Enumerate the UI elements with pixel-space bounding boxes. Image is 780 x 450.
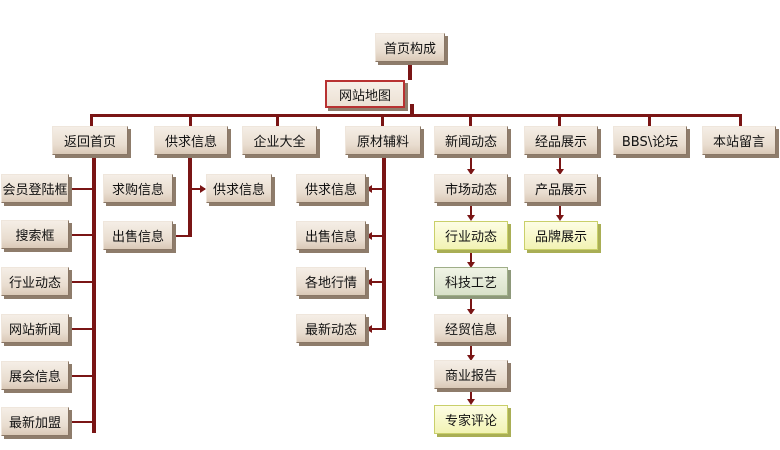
connector [470,203,472,219]
connector [90,114,742,117]
connector [408,60,412,80]
node-item: 各地行情 [296,267,366,296]
node-category: 企业大全 [242,126,317,155]
node-item: 经贸信息 [434,314,508,343]
node-item: 搜索框 [1,220,69,249]
arrow-left-icon [366,325,372,333]
node-item: 网站新闻 [1,314,69,343]
node-item: 市场动态 [434,174,508,203]
node-category: 供求信息 [154,126,228,155]
connector [70,421,94,423]
connector [559,203,561,219]
connector [381,114,384,126]
connector [366,281,384,283]
node-category: 新闻动态 [434,126,508,155]
arrow-down-icon [467,309,475,315]
node-category: 经品展示 [524,126,598,155]
connector [172,235,192,237]
node-item-highlight: 科技工艺 [434,267,508,296]
arrow-down-icon [467,355,475,361]
node-category: BBS\论坛 [613,126,687,155]
connector [70,281,94,283]
connector [70,375,94,377]
connector [70,328,94,330]
connector [470,297,472,313]
node-item: 行业动态 [1,267,69,296]
connector [366,188,384,190]
node-item: 会员登陆框 [1,174,69,203]
connector [739,114,742,126]
connector [92,155,96,433]
connector [559,155,561,173]
connector [366,328,384,330]
node-item: 产品展示 [524,174,598,203]
node-item-highlight: 品牌展示 [524,221,598,250]
node-category: 原材辅料 [345,126,421,155]
node-item: 最新动态 [296,314,366,343]
connector [70,234,94,236]
node-item: 供求信息 [206,174,272,203]
connector [188,188,205,190]
connector [382,155,386,330]
connector [189,114,192,126]
node-item: 求购信息 [103,174,173,203]
node-item: 出售信息 [296,221,366,250]
connector [470,343,472,359]
connector [366,235,384,237]
node-item: 商业报告 [434,360,508,389]
arrow-down-icon [467,399,475,405]
node-item: 出售信息 [103,221,173,250]
arrow-down-icon [467,215,475,221]
connector [648,114,651,126]
arrow-down-icon [467,169,475,175]
node-item: 供求信息 [296,174,366,203]
connector [470,389,472,403]
node-item: 展会信息 [1,361,69,390]
node-category: 返回首页 [52,126,128,155]
arrow-left-icon [366,185,372,193]
connector [276,114,279,126]
connector [90,114,93,126]
node-category: 本站留言 [702,126,776,155]
node-item-highlight: 行业动态 [434,221,508,250]
arrow-down-icon [467,262,475,268]
node-item: 最新加盟 [1,407,69,436]
arrow-down-icon [556,169,564,175]
connector [410,104,414,116]
node-item-highlight: 专家评论 [434,405,508,434]
connector [470,155,472,173]
connector [188,155,192,237]
arrow-left-icon [366,232,372,240]
connector [70,188,94,190]
node-sitemap: 网站地图 [325,80,405,108]
connector [469,114,472,126]
arrow-down-icon [556,215,564,221]
arrow-right-icon [200,185,206,193]
node-root: 首页构成 [375,33,445,62]
connector [558,114,561,126]
arrow-left-icon [366,278,372,286]
connector [470,250,472,266]
